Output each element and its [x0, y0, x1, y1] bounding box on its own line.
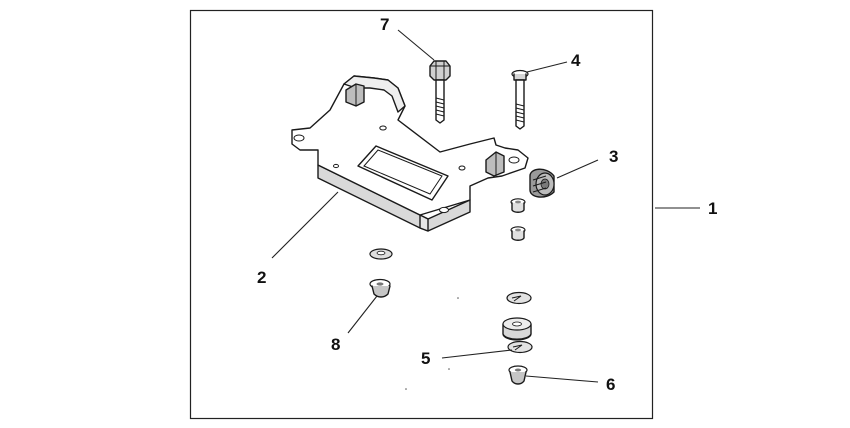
clip-upper [506, 291, 532, 305]
spacer [502, 317, 532, 341]
clip-washer [507, 340, 533, 354]
leader-2 [271, 191, 339, 259]
collar-lower [510, 226, 526, 241]
leader-8 [347, 295, 378, 334]
callout-4: 4 [571, 51, 581, 70]
washer-left [369, 248, 393, 260]
callout-3: 3 [609, 147, 618, 166]
mounting-bracket [291, 75, 529, 232]
short-bolt [511, 69, 529, 130]
flange-nut-right [508, 365, 528, 385]
leader-3 [556, 159, 599, 179]
callout-5: 5 [421, 349, 430, 368]
kit-frame [189, 9, 654, 420]
collar-upper [510, 198, 526, 213]
leader-4 [526, 61, 568, 73]
flange-nut-left [369, 278, 391, 298]
callout-7: 7 [380, 15, 389, 34]
callout-2: 2 [257, 268, 266, 287]
rubber-mount [529, 168, 555, 198]
callout-6: 6 [606, 375, 615, 394]
leader-5 [441, 349, 513, 359]
leader-7 [397, 29, 435, 61]
leader-6 [525, 375, 599, 383]
callout-1: 1 [708, 199, 717, 218]
callout-8: 8 [331, 335, 340, 354]
long-bolt [429, 60, 451, 124]
